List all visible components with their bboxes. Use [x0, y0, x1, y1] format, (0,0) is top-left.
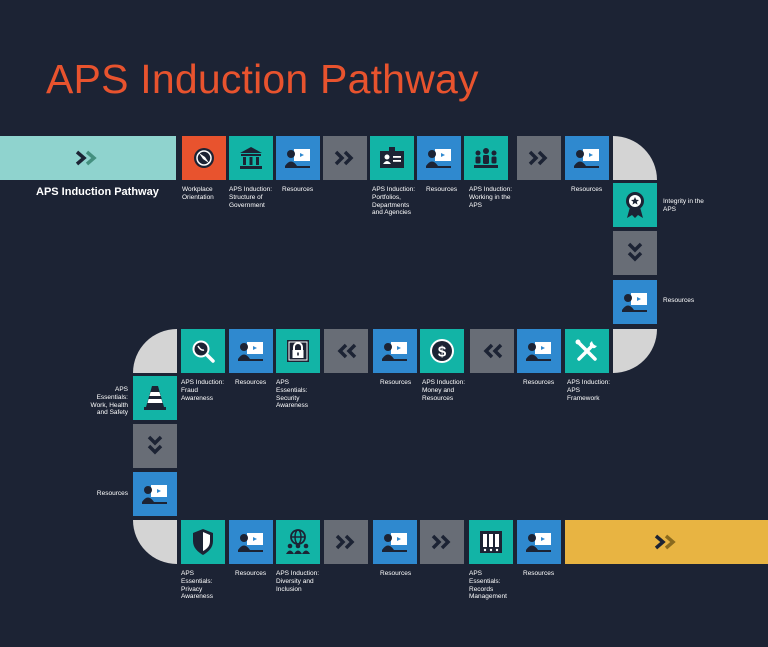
double-chevron-right-icon — [431, 534, 451, 550]
integrity-label: Integrity in the APS — [663, 198, 704, 213]
resources-label-9: Resources — [235, 570, 267, 577]
id-card-icon — [380, 147, 404, 168]
money-resources-label: APS Induction: Money and Resources — [422, 379, 465, 402]
diversity-inclusion-tile[interactable] — [276, 520, 320, 564]
resources-label-1: Resources — [282, 186, 314, 193]
compass-icon — [194, 148, 214, 168]
aps-framework-label: APS Induction: APS Framework — [567, 379, 610, 402]
presentation-screen-icon — [526, 342, 551, 361]
fraud-awareness-tile[interactable] — [181, 329, 225, 373]
portfolios-label: APS Induction: Portfolios, Departments a… — [372, 186, 415, 217]
arrow-tile-r2a — [470, 329, 514, 373]
diversity-inclusion-label: APS Induction: Diversity and Inclusion — [276, 570, 319, 593]
resources-label-11: Resources — [523, 570, 555, 577]
money-resources-tile[interactable]: $ — [420, 329, 464, 373]
corner-mid-right — [613, 329, 657, 373]
presentation-screen-icon — [526, 533, 551, 552]
working-in-aps-tile[interactable] — [464, 136, 508, 180]
structure-of-government-tile[interactable] — [229, 136, 273, 180]
resources-label-10: Resources — [380, 570, 412, 577]
magnifier-icon — [192, 340, 215, 363]
corner-mid-left — [133, 329, 177, 373]
double-chevron-down-icon — [147, 435, 163, 455]
workplace-orientation-tile[interactable] — [182, 136, 226, 180]
arrow-tile-r3a — [324, 520, 368, 564]
government-building-icon — [240, 147, 262, 169]
arrow-tile-down2 — [133, 424, 177, 468]
presentation-screen-icon — [238, 533, 263, 552]
presentation-screen-icon — [574, 149, 599, 168]
security-awareness-tile[interactable] — [276, 329, 320, 373]
diversity-globe-icon — [286, 529, 310, 554]
workplace-orientation-label: Workplace Orientation — [182, 186, 214, 201]
svg-text:$: $ — [438, 344, 447, 361]
privacy-awareness-label: APS Essentials: Privacy Awareness — [181, 570, 214, 601]
arrow-tile-r2b — [324, 329, 368, 373]
presentation-screen-icon — [142, 485, 167, 504]
start-bar — [0, 136, 176, 180]
arrow-tile-r1b — [517, 136, 561, 180]
fraud-awareness-label: APS Induction: Fraud Awareness — [181, 379, 224, 402]
security-awareness-label: APS Essentials: Security Awareness — [276, 379, 309, 410]
working-in-aps-label: APS Induction: Working in the APS — [469, 186, 512, 209]
resources-tile-2[interactable] — [417, 136, 461, 180]
resources-tile-11[interactable] — [517, 520, 561, 564]
records-management-tile[interactable] — [469, 520, 513, 564]
double-chevron-right-icon — [528, 150, 548, 166]
pathway-name: APS Induction Pathway — [36, 186, 159, 198]
arrow-tile-down1 — [613, 231, 657, 275]
tools-icon — [575, 339, 597, 361]
resources-tile-10[interactable] — [373, 520, 417, 564]
resources-tile-3[interactable] — [565, 136, 609, 180]
double-chevron-right-icon — [75, 150, 97, 166]
presentation-screen-icon — [382, 342, 407, 361]
end-bar — [565, 520, 768, 564]
work-health-safety-label: APS Essentials: Work, Health and Safety — [90, 386, 128, 417]
traffic-cone-icon — [144, 386, 166, 410]
double-chevron-right-icon — [335, 534, 355, 550]
corner-bottom-left — [133, 520, 177, 564]
double-chevron-left-icon — [483, 343, 503, 359]
resources-tile-9[interactable] — [229, 520, 273, 564]
resources-tile-4[interactable] — [613, 280, 657, 324]
resources-label-3: Resources — [571, 186, 603, 193]
integrity-tile[interactable] — [613, 183, 657, 227]
arrow-tile-r1a — [323, 136, 367, 180]
team-icon — [474, 148, 498, 168]
corner-top-right — [613, 136, 657, 180]
shield-icon — [193, 529, 213, 555]
resources-label-2: Resources — [426, 186, 458, 193]
presentation-screen-icon — [426, 149, 451, 168]
padlock-icon — [287, 340, 309, 362]
aps-framework-tile[interactable] — [565, 329, 609, 373]
privacy-awareness-tile[interactable] — [181, 520, 225, 564]
page-title: APS Induction Pathway — [46, 56, 479, 102]
resources-tile-7[interactable] — [229, 329, 273, 373]
resources-label-8: Resources — [96, 490, 128, 497]
dollar-icon: $ — [430, 339, 454, 363]
presentation-screen-icon — [622, 293, 647, 312]
records-management-label: APS Essentials: Records Management — [469, 570, 507, 601]
portfolios-tile[interactable] — [370, 136, 414, 180]
double-chevron-left-icon — [337, 343, 357, 359]
arrow-tile-r3b — [420, 520, 464, 564]
double-chevron-right-icon — [654, 534, 676, 550]
resources-label-7: Resources — [235, 379, 267, 386]
work-health-safety-tile[interactable] — [133, 376, 177, 420]
resources-tile-6[interactable] — [373, 329, 417, 373]
presentation-screen-icon — [238, 342, 263, 361]
resources-tile-8[interactable] — [133, 472, 177, 516]
resources-label-4: Resources — [663, 297, 695, 304]
resources-label-6: Resources — [380, 379, 412, 386]
double-chevron-right-icon — [334, 150, 354, 166]
presentation-screen-icon — [285, 149, 310, 168]
resources-label-5: Resources — [523, 379, 555, 386]
award-ribbon-icon — [626, 192, 644, 218]
double-chevron-down-icon — [627, 242, 643, 262]
resources-tile-5[interactable] — [517, 329, 561, 373]
presentation-screen-icon — [382, 533, 407, 552]
binders-icon — [480, 531, 502, 553]
structure-of-government-label: APS Induction: Structure of Government — [229, 186, 272, 209]
resources-tile-1[interactable] — [276, 136, 320, 180]
